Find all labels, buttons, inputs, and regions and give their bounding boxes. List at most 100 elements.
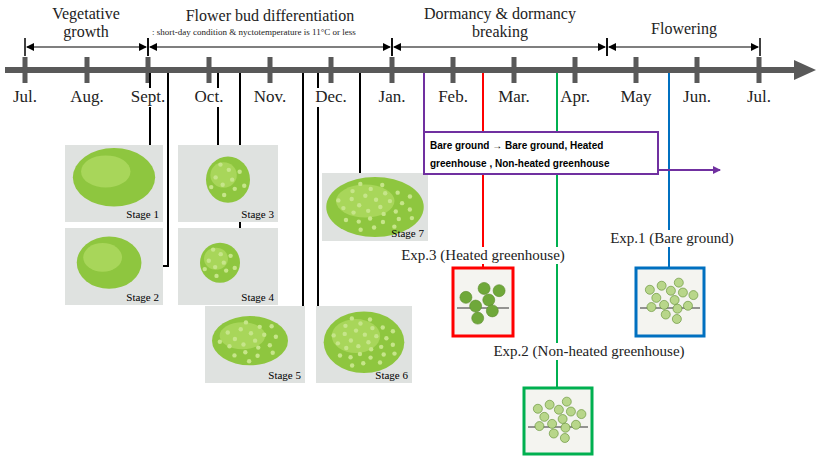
stage-photo: [322, 173, 428, 241]
floret-bump: [243, 350, 247, 354]
floret-bump: [383, 191, 387, 195]
phase-label: Dormancy & dormancy breaking: [411, 5, 590, 40]
floret-bump: [249, 331, 253, 335]
floret-bump: [384, 336, 388, 340]
floret-bump: [207, 259, 211, 263]
stage-photo: [178, 228, 278, 305]
floret-bump: [392, 351, 396, 355]
photo-group: [65, 145, 704, 454]
experiment-photo: [636, 268, 704, 336]
flower-cluster: [670, 296, 679, 305]
month-tick: [634, 57, 639, 83]
experiment-photo: [524, 388, 592, 454]
stage-photo-box: Stage 4: [178, 228, 278, 305]
flower-cluster: [647, 303, 656, 312]
stage-label: Stage 1: [126, 208, 159, 220]
floret-bump: [336, 198, 340, 202]
floret-bump: [381, 325, 385, 329]
floret-bump: [410, 216, 414, 220]
floret-bump: [244, 320, 248, 324]
flower-cluster: [486, 305, 498, 317]
floret-bump: [237, 170, 241, 174]
floret-bump: [372, 225, 376, 229]
floret-bump: [374, 197, 378, 201]
phase-span: [394, 46, 605, 47]
floret-bump: [379, 345, 383, 349]
bud-highlight: [336, 185, 395, 218]
month-label: Dec.: [313, 88, 349, 107]
floret-bump: [336, 341, 340, 345]
stage-label: Stage 3: [241, 208, 274, 220]
phase-label: Flowering: [649, 20, 719, 38]
flower-cluster: [566, 407, 575, 416]
flower-cluster: [652, 293, 661, 302]
stage-photo: [65, 145, 163, 222]
floret-bump: [253, 338, 257, 342]
floret-bump: [224, 268, 228, 272]
floret-bump: [227, 344, 231, 348]
month-label: Jun.: [681, 88, 713, 107]
bracket-end: [391, 38, 393, 56]
floret-bump: [380, 183, 384, 187]
phase-span: [609, 46, 758, 47]
floret-bump: [378, 360, 382, 364]
floret-bump: [358, 321, 362, 325]
stage-label: Stage 7: [391, 227, 424, 239]
experiment-label: Exp.1 (Bare ground): [608, 230, 736, 247]
floret-bump: [366, 340, 370, 344]
bud-tissue: [200, 243, 240, 283]
month-label: Jul.: [11, 88, 39, 107]
floret-bump: [391, 329, 395, 333]
floret-bump: [226, 330, 230, 334]
stage-photo-box: Stage 2: [65, 228, 163, 305]
flower-cluster: [549, 429, 558, 438]
flower-cluster: [472, 312, 484, 324]
floret-bump: [408, 207, 412, 211]
floret-bump: [368, 355, 372, 359]
floret-bump: [349, 338, 353, 342]
month-tick: [512, 57, 517, 83]
floret-bump: [230, 177, 234, 181]
bud-highlight: [332, 319, 380, 353]
experiment-label: Exp.3 (Heated greenhouse): [399, 247, 567, 264]
treatment-box: Bare ground → Bare ground, Heated greenh…: [423, 131, 659, 175]
month-tick: [695, 57, 700, 83]
stage-photo-box: Stage 6: [316, 306, 412, 383]
month-tick: [268, 57, 273, 83]
floret-bump: [258, 325, 262, 329]
floret-bump: [268, 343, 272, 347]
bud-highlight: [220, 322, 266, 349]
floret-bump: [397, 217, 401, 221]
stage-photo: [65, 228, 163, 305]
stage-leader: [302, 73, 304, 306]
month-tick: [329, 57, 334, 83]
floret-bump: [213, 175, 217, 179]
bracket-end: [147, 38, 149, 56]
floret-bump: [211, 247, 215, 251]
bud-highlight: [204, 248, 228, 270]
floret-bump: [227, 168, 231, 172]
floret-bump: [361, 361, 365, 365]
floret-bump: [255, 354, 259, 358]
stage-photo-box: Stage 5: [205, 306, 305, 383]
floret-bump: [218, 340, 222, 344]
floret-bump: [233, 337, 237, 341]
floret-bump: [391, 343, 395, 347]
phase-brackets: [25, 38, 760, 56]
bud-highlight: [83, 243, 122, 272]
floret-bump: [350, 363, 354, 367]
month-tick: [451, 57, 456, 83]
floret-bump: [232, 353, 236, 357]
flower-cluster: [674, 278, 683, 287]
floret-bump: [368, 216, 372, 220]
floret-bump: [350, 316, 354, 320]
timeline-axis: [5, 67, 796, 73]
floret-bump: [349, 197, 353, 201]
floret-bump: [381, 212, 385, 216]
bud-tissue: [77, 236, 142, 288]
stage-label: Stage 2: [126, 291, 159, 303]
leader-lines: [150, 73, 669, 388]
flower-cluster: [673, 304, 682, 313]
bracket-end: [147, 38, 149, 56]
floret-bump: [370, 326, 374, 330]
